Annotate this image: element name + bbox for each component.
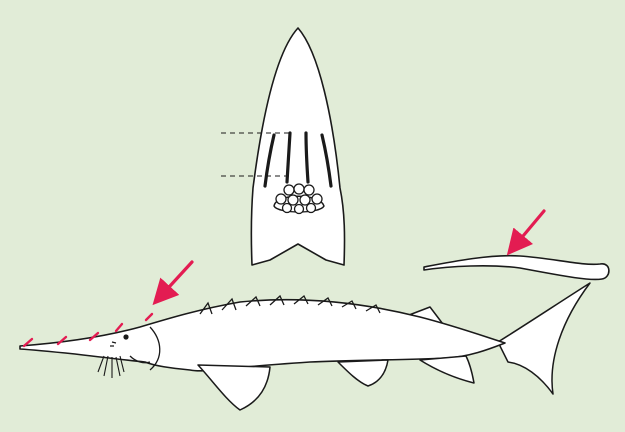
eye [123,334,128,339]
